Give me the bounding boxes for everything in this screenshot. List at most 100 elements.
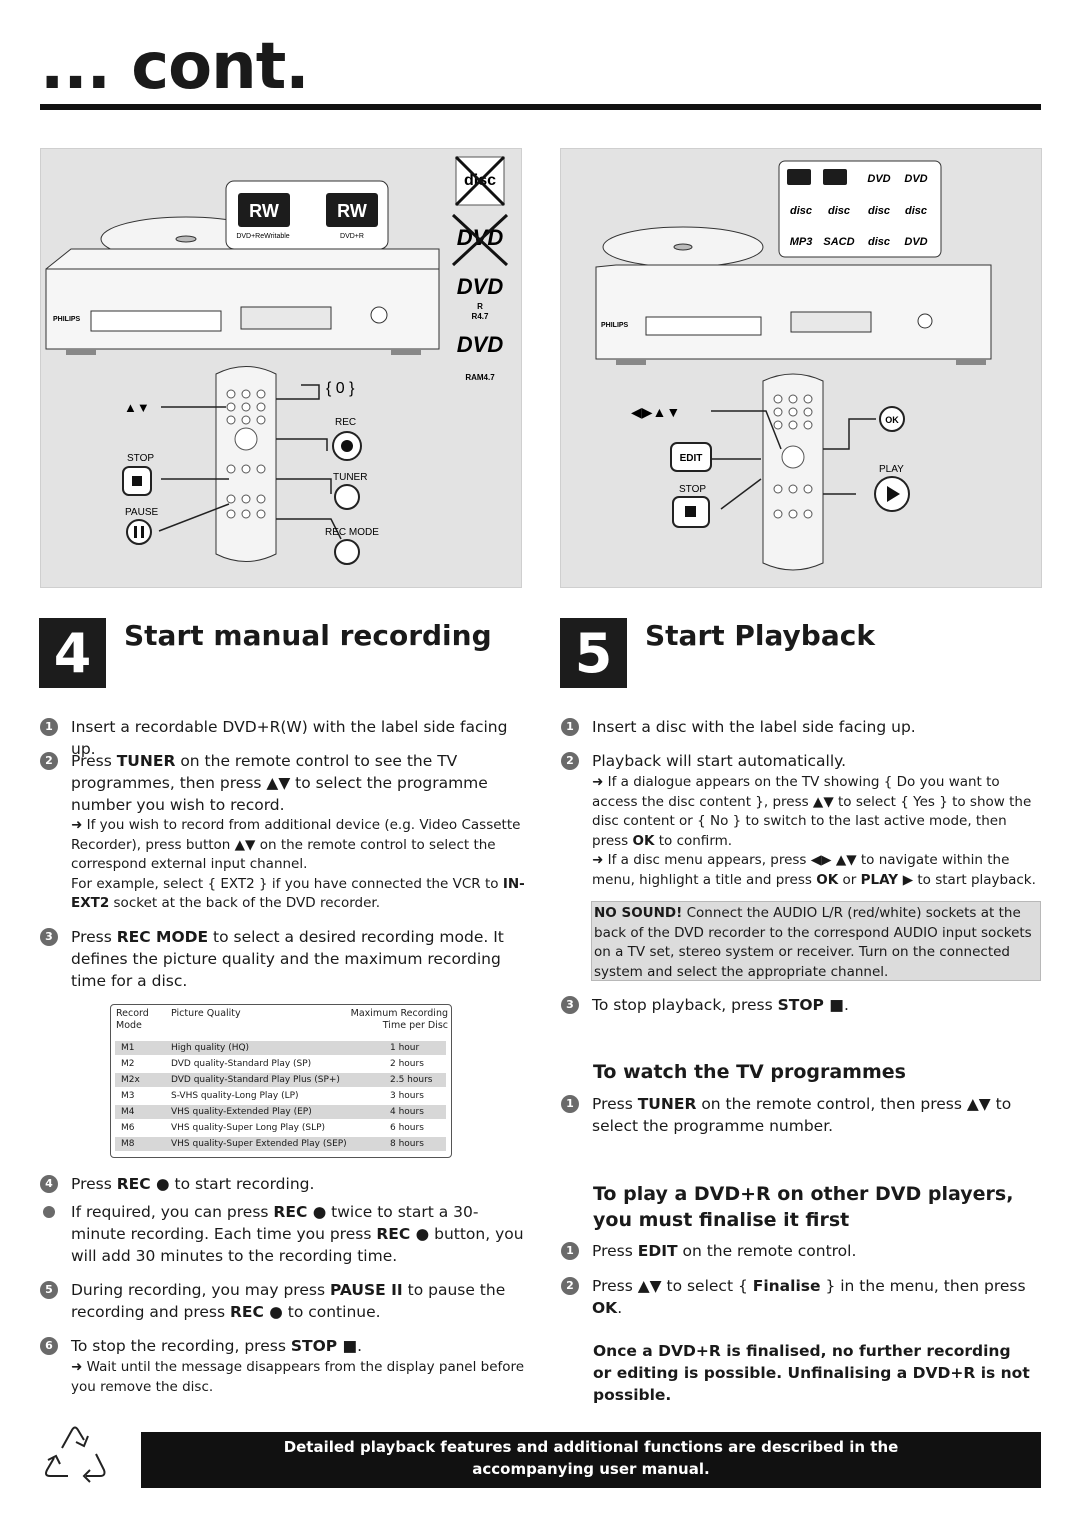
rw-caption-1: DVD+ReWritable <box>236 233 289 240</box>
step-number: 3 <box>561 996 579 1014</box>
svg-text:disc: disc <box>790 205 812 217</box>
btn-zero-label: { 0 } <box>326 380 355 397</box>
step-text: If required, you can press REC ● twice t… <box>71 1203 524 1265</box>
edit-button-icon <box>670 442 712 472</box>
finalise-heading: To play a DVD+R on other DVD players, yo… <box>593 1183 1014 1231</box>
finalise-step-2: 2 Press ▲▼ to select { Finalise } in the… <box>561 1275 1031 1319</box>
footer-line-2: accompanying user manual. <box>472 1460 710 1478</box>
recording-step-5: 5 During recording, you may press PAUSE … <box>40 1279 525 1323</box>
tv-programmes-heading: To watch the TV programmes <box>593 1061 906 1083</box>
step-text: Press ▲▼ to select { Finalise } in the m… <box>592 1277 1026 1317</box>
step-number: 1 <box>561 1242 579 1260</box>
disc-r47-label: R4.7 <box>472 312 489 321</box>
rw-logo-1: RW <box>249 201 279 221</box>
pause-button-icon <box>126 519 152 545</box>
recording-illustration-panel: RW RW DVD+ReWritable DVD+R PHILIPS disc … <box>40 148 522 588</box>
brand-label: PHILIPS <box>53 316 81 323</box>
edit-label: EDIT <box>680 453 703 464</box>
step-5-box: 5 <box>560 618 627 688</box>
step-number: 1 <box>40 718 58 736</box>
step-text: Press TUNER on the remote control to see… <box>71 752 488 814</box>
page-title: ... cont. <box>40 30 310 104</box>
step-number: 1 <box>561 718 579 736</box>
step-number: 4 <box>40 1175 58 1193</box>
supported-formats-box <box>778 160 942 258</box>
recording-step-6: 6 To stop the recording, press STOP ■. <box>40 1335 525 1357</box>
stop-label: STOP <box>127 453 154 464</box>
svg-text:SACD: SACD <box>823 236 854 248</box>
svg-text:disc: disc <box>905 205 927 217</box>
finalise-warning: Once a DVD+R is finalised, no further re… <box>593 1342 1030 1404</box>
disc-ram-label: RAM4.7 <box>465 373 495 382</box>
step-number: 1 <box>561 1095 579 1113</box>
recording-step-3: 3 Press REC MODE to select a desired rec… <box>40 926 525 992</box>
col-header-quality: Picture Quality <box>171 1008 241 1019</box>
step-text: To stop the recording, press STOP ■. <box>71 1337 363 1355</box>
step-text: Insert a disc with the label side facing… <box>592 718 916 736</box>
rw-logo-2: RW <box>337 201 367 221</box>
disc-r-label: R <box>477 302 483 311</box>
step-4-box: 4 <box>39 618 106 688</box>
svg-text:DVD: DVD <box>457 225 504 250</box>
recording-step-2: 2 Press TUNER on the remote control to s… <box>40 750 525 816</box>
recording-extra-bullet: If required, you can press REC ● twice t… <box>40 1201 525 1267</box>
stop-label: STOP <box>679 484 706 495</box>
dot-bullet <box>43 1206 55 1218</box>
svg-text:MP3: MP3 <box>790 236 813 248</box>
step-number: 5 <box>40 1281 58 1299</box>
playback-step-3: 3 To stop playback, press STOP ■. <box>561 994 1041 1016</box>
ok-button-icon <box>879 406 905 432</box>
step-text: Press REC MODE to select a desired recor… <box>71 928 504 990</box>
playback-step-1: 1 Insert a disc with the label side faci… <box>561 716 1041 738</box>
svg-text:DVD: DVD <box>457 274 504 299</box>
step-text: Insert a recordable DVD+R(W) with the la… <box>71 718 508 758</box>
step-number: 2 <box>40 752 58 770</box>
step-text: Playback will start automatically. <box>592 752 847 770</box>
btn-updown-label: ▲▼ <box>124 400 150 415</box>
finalise-step-1: 1 Press EDIT on the remote control. <box>561 1240 1031 1262</box>
title-rule <box>40 104 1041 110</box>
tuner-label: TUNER <box>333 472 367 483</box>
playback-note-menu: ➜ If a disc menu appears, press ◀▶ ▲▼ to… <box>592 852 1036 888</box>
svg-text:disc: disc <box>828 205 850 217</box>
brand-label: PHILIPS <box>601 322 629 329</box>
svg-text:disc: disc <box>868 236 890 248</box>
step-number: 6 <box>40 1337 58 1355</box>
playback-note-dialogue: ➜ If a dialogue appears on the TV showin… <box>592 774 1032 849</box>
svg-text:DVD: DVD <box>457 332 504 357</box>
section-title-recording: Start manual recording <box>124 619 492 652</box>
step-text: Press EDIT on the remote control. <box>592 1242 857 1260</box>
disc-format-logos: disc DVD DVD R R4.7 DVD RAM4.7 <box>451 155 509 382</box>
svg-text:DVD: DVD <box>904 236 927 248</box>
recorder-remote-illustration: RW RW DVD+ReWritable DVD+R PHILIPS disc … <box>45 155 509 565</box>
recording-note-6: ➜ Wait until the message disappears from… <box>71 1359 525 1395</box>
svg-text:disc: disc <box>868 205 890 217</box>
step-text: Press REC ● to start recording. <box>71 1175 315 1193</box>
step-number: 3 <box>40 928 58 946</box>
recording-note-2: ➜ If you wish to record from additional … <box>71 817 525 911</box>
svg-text:DVD: DVD <box>867 173 890 185</box>
step-text: Press TUNER on the remote control, then … <box>592 1095 1012 1135</box>
svg-text:DVD: DVD <box>904 173 927 185</box>
rw-caption-2: DVD+R <box>340 233 364 240</box>
footer-banner: Detailed playback features and additiona… <box>141 1432 1041 1488</box>
recording-step-4: 4 Press REC ● to start recording. <box>40 1173 525 1195</box>
ok-label: OK <box>885 415 899 425</box>
no-sound-note: NO SOUND! Connect the AUDIO L/R (red/whi… <box>591 901 1041 981</box>
recmode-button-icon <box>334 539 360 565</box>
recmode-label: REC MODE <box>325 527 379 538</box>
recording-step-1: 1 Insert a recordable DVD+R(W) with the … <box>40 716 525 760</box>
btn-arrows-label: ◀▶▲▼ <box>631 404 680 420</box>
footer-line-1: Detailed playback features and additiona… <box>283 1438 899 1456</box>
